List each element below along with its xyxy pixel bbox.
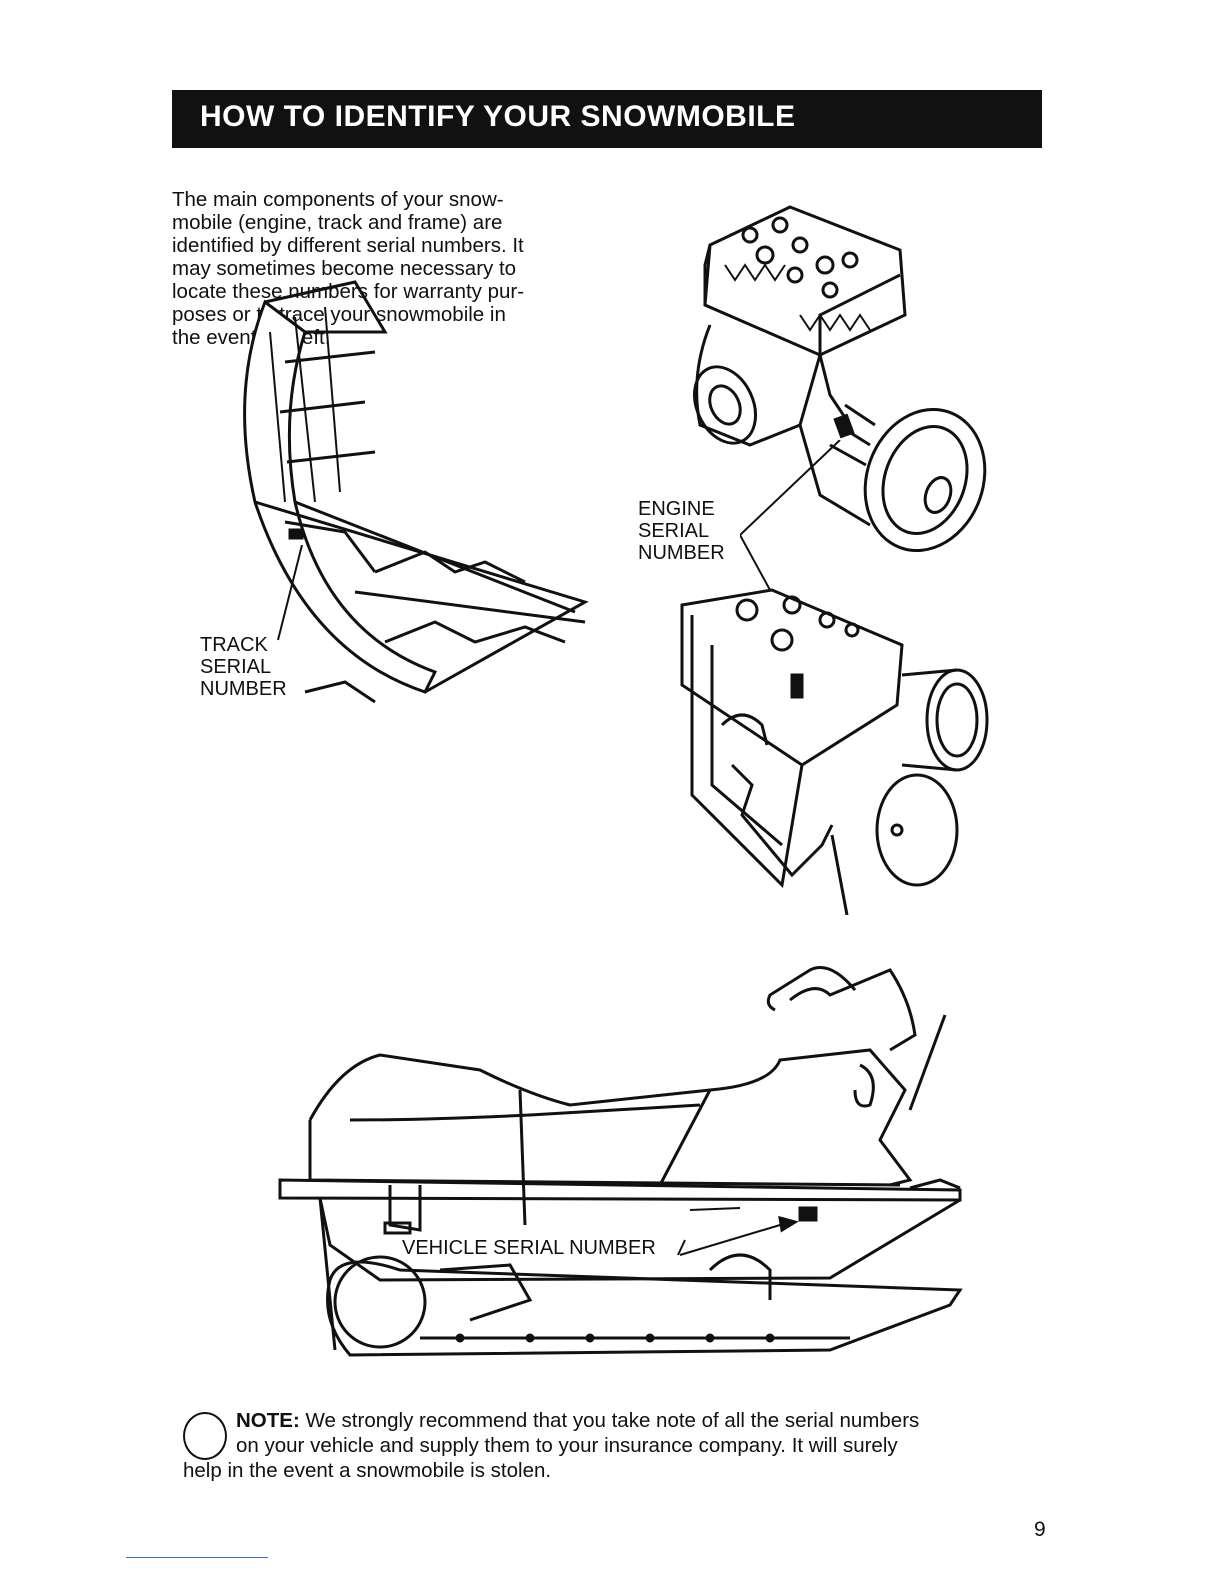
frame-illustration — [680, 588, 989, 915]
page-title: HOW TO IDENTIFY YOUR SNOWMOBILE — [200, 100, 796, 133]
track-pointer-line — [277, 545, 303, 641]
track-serial-label: TRACK SERIAL NUMBER — [200, 634, 287, 700]
page-number: 9 — [1034, 1518, 1046, 1541]
note-line-1: NOTE: We strongly recommend that you tak… — [236, 1408, 919, 1433]
note-text-1: We strongly recommend that you take note… — [299, 1409, 920, 1432]
intro-line: poses or to trace your snowmobile in — [172, 303, 506, 326]
engine-pointer-line — [740, 440, 841, 591]
vehicle-serial-label: VEHICLE SERIAL NUMBER — [402, 1237, 656, 1259]
intro-line: The main components of your snow- — [172, 188, 504, 211]
note-line-3: help in the event a snowmobile is stolen… — [183, 1459, 552, 1482]
note-label: NOTE: — [236, 1409, 300, 1432]
engine-serial-label: ENGINE SERIAL NUMBER — [638, 498, 725, 564]
intro-line: locate these numbers for warranty pur- — [172, 280, 525, 303]
vehicle-illustration — [278, 966, 963, 1357]
engine-illustration — [693, 205, 987, 553]
intro-line: mobile (engine, track and frame) are — [172, 211, 503, 234]
intro-paragraph: The main components of your snow- mobile… — [172, 188, 590, 349]
intro-line: identified by different serial numbers. … — [172, 234, 524, 257]
footer-divider — [126, 1557, 268, 1558]
note-line-2: on your vehicle and supply them to your … — [236, 1434, 898, 1457]
title-bar: HOW TO IDENTIFY YOUR SNOWMOBILE — [172, 90, 1042, 148]
circle-icon — [183, 1412, 227, 1460]
intro-line: may sometimes become necessary to — [172, 257, 517, 280]
track-illustration — [243, 280, 589, 704]
